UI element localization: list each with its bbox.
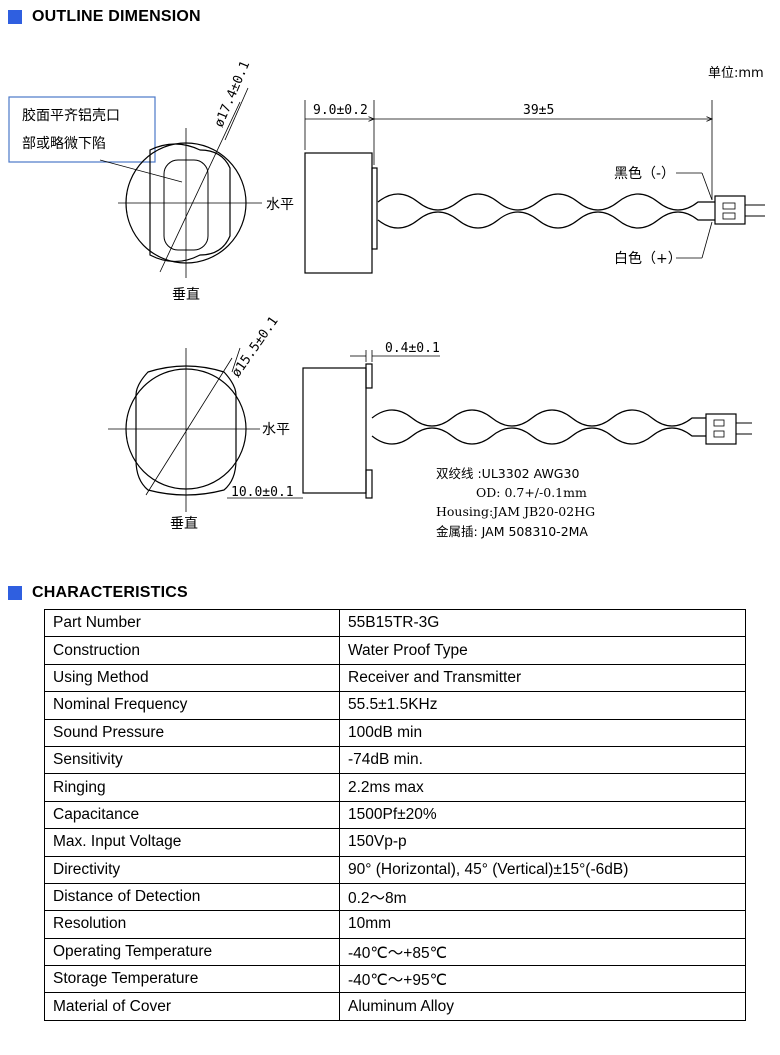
wire-spec-line-4: 金属插: JAM 508310-2MA [436,524,588,539]
parameter-cell: Max. Input Voltage [44,828,340,857]
bottom-vertical-label: 垂直 [170,515,198,532]
parameter-cell: Part Number [44,608,340,638]
parameter-cell: Ringing [44,773,340,802]
value-cell: 0.2～8m [339,882,746,912]
parameter-cell: Operating Temperature [44,937,340,967]
parameter-cell: Sensitivity [44,745,340,775]
outline-section-header: OUTLINE DIMENSION [8,8,201,26]
table-row: Operating Temperature-40℃～+85℃ [44,937,746,967]
parameter-cell: Storage Temperature [44,965,340,994]
length-dim: 39±5 [523,103,554,118]
unit-label: 单位:mm [708,66,764,81]
value-cell: 1500Pf±20% [339,800,746,830]
bottom-horizontal-label: 水平 [262,422,290,438]
value-cell: 2.2ms max [339,773,746,802]
table-row: Sensitivity-74dB min. [44,745,746,775]
value-cell: -74dB min. [339,745,746,775]
wire-spec-line-1: 双绞线 :UL3302 AWG30 [436,466,579,481]
value-cell: 55B15TR-3G [339,608,746,638]
value-cell: -40℃～+95℃ [339,965,746,994]
note-box: 胶面平齐铝壳口 部或略微下陷 [8,96,183,183]
value-cell: Aluminum Alloy [339,992,746,1021]
value-cell: Water Proof Type [339,636,746,665]
parameter-cell: Construction [44,636,340,665]
white-wire-label: 白色（+） [614,250,682,267]
outline-section-title: OUTLINE DIMENSION [32,8,201,25]
section-marker-icon [8,10,22,24]
width-dim: 9.0±0.2 [313,103,368,118]
bottom-side-view [227,350,752,499]
parameter-cell: Resolution [44,910,340,939]
bottom-front-view [108,347,260,512]
note-line-2: 部或略微下陷 [22,136,106,152]
value-cell: 100dB min [339,718,746,747]
top-horizontal-label: 水平 [266,197,294,213]
top-vertical-label: 垂直 [172,286,200,303]
value-cell: Receiver and Transmitter [339,663,746,693]
value-cell: 55.5±1.5KHz [339,691,746,720]
parameter-cell: Capacitance [44,800,340,830]
bottom-diameter-dim: ø15.5±0.1 [229,314,282,380]
characteristics-section-header: CHARACTERISTICS [8,584,188,602]
top-front-view [118,87,262,278]
parameter-cell: Directivity [44,855,340,884]
section-marker-icon [8,586,22,600]
parameter-cell: Material of Cover [44,992,340,1021]
note-line-1: 胶面平齐铝壳口 [22,107,120,124]
value-cell: 90° (Horizontal), 45° (Vertical)±15°(-6d… [339,855,746,884]
flange-dim: 0.4±0.1 [385,341,440,356]
value-cell: 150Vp-p [339,828,746,857]
parameter-cell: Using Method [44,663,340,693]
parameter-cell: Distance of Detection [44,882,340,912]
parameter-cell: Sound Pressure [44,718,340,747]
top-diameter-dim: ø17.4±0.1 [212,59,253,130]
black-wire-label: 黑色（-） [614,165,675,182]
top-side-view [304,100,765,274]
parameter-cell: Nominal Frequency [44,691,340,720]
wire-spec-line-2: OD: 0.7+/-0.1mm [476,485,587,500]
value-cell: -40℃～+85℃ [339,937,746,967]
characteristics-section-title: CHARACTERISTICS [32,584,188,601]
wire-spec-line-3: Housing:JAM JB20-02HG [436,504,595,519]
value-cell: 10mm [339,910,746,939]
base-dim: 10.0±0.1 [231,485,294,500]
table-row: Storage Temperature-40℃～+95℃ [44,965,746,994]
outline-dimension-drawing: 单位:mm 胶面平齐铝壳口 部或略微下陷 ø17.4±0.1 水平 垂直 [8,59,765,539]
